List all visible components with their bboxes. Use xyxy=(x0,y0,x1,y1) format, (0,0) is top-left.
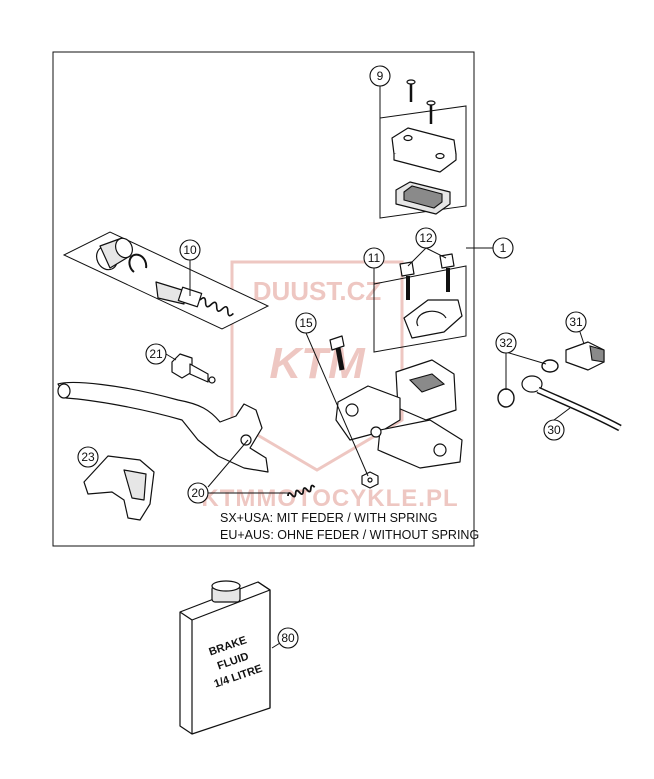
brake-hose xyxy=(521,375,622,432)
pivot-pin xyxy=(329,335,345,371)
callout-30: 30 xyxy=(543,419,565,441)
reservoir-membrane xyxy=(395,181,451,215)
piston-spring xyxy=(199,297,234,317)
svg-text:21: 21 xyxy=(149,347,163,361)
callout-1: 1 xyxy=(492,237,514,259)
watermark-brand: DUUST.CZ xyxy=(253,276,382,306)
watermark-url: KTMMOTOCYKLE.PL xyxy=(201,485,458,512)
spring-note-sx-usa: SX+USA: MIT FEDER / WITH SPRING xyxy=(220,511,438,525)
handlebar-clamp xyxy=(403,299,463,339)
return-spring xyxy=(287,484,316,498)
clamp-bolt xyxy=(399,253,455,300)
watermark-logo: KTM xyxy=(269,339,366,388)
spring-note-eu-aus: EU+AUS: OHNE FEDER / WITHOUT SPRING xyxy=(220,528,479,542)
banjo-bolt xyxy=(565,341,605,371)
svg-text:10: 10 xyxy=(183,243,197,257)
callout-20: 20 xyxy=(187,482,209,504)
master-cylinder xyxy=(335,359,463,469)
main-assembly-frame xyxy=(52,51,475,547)
callout-9: 9 xyxy=(369,65,391,87)
callout-23: 23 xyxy=(77,446,99,468)
piston-boot xyxy=(96,237,133,271)
piston-kit-group xyxy=(62,231,270,330)
svg-text:30: 30 xyxy=(547,423,561,437)
svg-text:32: 32 xyxy=(499,336,513,350)
circlip xyxy=(128,253,148,273)
callout-80: 80 xyxy=(277,627,299,649)
clamp-group xyxy=(373,253,467,353)
brake-lever xyxy=(57,381,269,473)
svg-text:9: 9 xyxy=(377,69,384,83)
brake-fluid-bottle: BRAKE FLUID 1/4 LITRE xyxy=(179,580,271,735)
lever-guard xyxy=(83,455,155,521)
svg-text:20: 20 xyxy=(191,486,205,500)
cover-screw xyxy=(406,79,436,124)
svg-text:15: 15 xyxy=(299,316,313,330)
pivot-nut xyxy=(361,471,379,489)
svg-text:1: 1 xyxy=(500,241,507,255)
callout-15: 15 xyxy=(295,312,317,334)
svg-text:23: 23 xyxy=(81,450,95,464)
callout-31: 31 xyxy=(565,311,587,333)
svg-text:12: 12 xyxy=(419,231,433,245)
leader-lines xyxy=(165,86,585,649)
reservoir-cover-group xyxy=(379,79,467,219)
svg-text:31: 31 xyxy=(569,315,583,329)
callout-11: 11 xyxy=(363,247,385,269)
callout-10: 10 xyxy=(179,239,201,261)
callout-21: 21 xyxy=(145,343,167,365)
svg-text:11: 11 xyxy=(368,251,381,265)
callout-32: 32 xyxy=(495,332,517,354)
callout-12: 12 xyxy=(415,227,437,249)
svg-text:80: 80 xyxy=(281,631,295,645)
reservoir-cover xyxy=(391,127,457,173)
lever-adjuster xyxy=(171,353,216,384)
piston xyxy=(155,281,203,308)
watermark: DUUST.CZ KTM KTMMOTOCYKLE.PL xyxy=(201,260,458,512)
